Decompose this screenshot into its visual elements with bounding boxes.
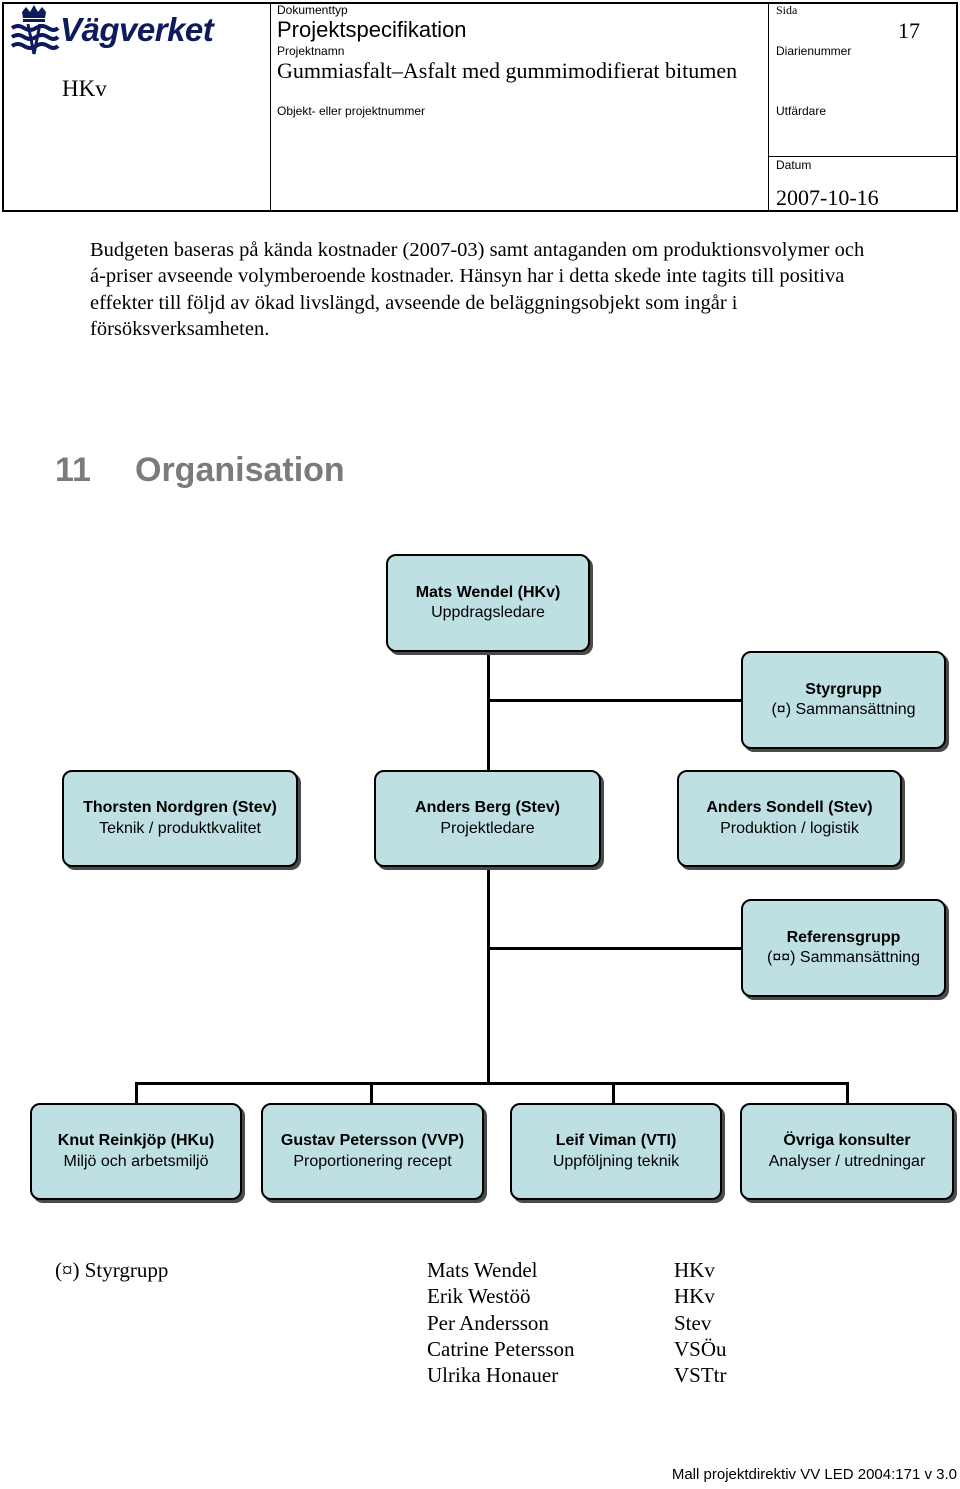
org-box-role: Produktion / logistik: [720, 819, 859, 837]
paragraph-line: effekter till följd av ökad livslängd, a…: [90, 291, 738, 314]
org-box-role: Uppdragsledare: [431, 604, 545, 621]
org-box-miljo: Knut Reinkjöp (HKu) Miljö och arbetsmilj…: [30, 1103, 242, 1200]
member-org: VSTtr: [674, 1363, 727, 1388]
issuer-label: Utfärdare: [776, 104, 827, 118]
section-heading: 11 Organisation: [55, 448, 345, 492]
member-name: Erik Westöö: [427, 1284, 531, 1309]
org-box-produktion: Anders Sondell (Stev) Produktion / logis…: [677, 770, 902, 867]
project-name-label: Projektnamn: [277, 44, 345, 58]
connector-steering: [487, 699, 742, 702]
org-box-teknik: Thorsten Nordgren (Stev) Teknik / produk…: [62, 770, 298, 867]
org-box-uppdragsledare: Mats Wendel (HKv) Uppdragsledare: [386, 554, 590, 652]
connector-reference: [487, 947, 742, 950]
member-name: Catrine Petersson: [427, 1336, 575, 1361]
budget-paragraph: Budgeten baseras på kända kostnader (200…: [90, 237, 960, 342]
connector-drop: [135, 1082, 138, 1104]
page-number: 17: [898, 18, 920, 43]
org-box-role: Miljö och arbetsmiljö: [63, 1152, 209, 1170]
org-box-projektledare: Anders Berg (Stev) Projektledare: [374, 770, 601, 867]
section-number: 11: [55, 451, 91, 489]
header-border-top: [2, 2, 958, 4]
connector-vertical-main: [487, 652, 490, 1084]
document-date: 2007-10-16: [776, 185, 879, 210]
org-unit: HKv: [62, 76, 107, 101]
org-box-name: Anders Berg (Stev): [415, 799, 560, 816]
org-box-name: Övriga konsulter: [783, 1132, 911, 1149]
page-label: Sida: [776, 3, 798, 17]
header-border-left: [2, 2, 4, 212]
connector-bottom-bar: [135, 1082, 849, 1085]
header-border-right: [956, 2, 958, 212]
org-box-proportionering: Gustav Petersson (VVP) Proportionering r…: [261, 1103, 484, 1200]
member-org: HKv: [674, 1284, 715, 1309]
org-box-name: Referensgrupp: [786, 928, 901, 946]
org-box-name: Gustav Petersson (VVP): [280, 1132, 465, 1149]
diary-number-label: Diarienummer: [776, 44, 852, 58]
project-name: Gummiasfalt–Asfalt med gummimodifierat b…: [277, 58, 738, 83]
paragraph-line: á-priser avseende volymberoende kostnade…: [90, 265, 845, 288]
header-divider-right: [768, 2, 769, 212]
org-box-referensgrupp: Referensgrupp (¤¤) Sammansättning: [741, 899, 946, 997]
org-box-name: Knut Reinkjöp (HKu): [57, 1132, 215, 1149]
logo-wordmark: Vägverket: [60, 11, 214, 48]
member-name: Mats Wendel: [427, 1258, 538, 1282]
org-box-role: Projektledare: [440, 819, 535, 837]
styrgrupp-names: Mats Wendel Erik Westöö Per Andersson Ca…: [427, 1257, 575, 1388]
document-type: Projektspecifikation: [277, 17, 467, 42]
org-box-name: Leif Viman (VTI): [555, 1132, 677, 1149]
object-number-label: Objekt- eller projektnummer: [277, 104, 426, 118]
org-box-role: (¤¤) Sammansättning: [767, 949, 920, 966]
member-name: Per Andersson: [427, 1310, 549, 1335]
org-box-name: Anders Sondell (Stev): [706, 799, 873, 816]
org-box-styrgrupp: Styrgrupp (¤) Sammansättning: [741, 651, 946, 749]
org-box-role: Analyser / utredningar: [768, 1152, 926, 1170]
date-label: Datum: [776, 158, 812, 172]
member-org: Stev: [674, 1310, 712, 1335]
member-name: Ulrika Honauer: [427, 1363, 559, 1388]
paragraph-line: Budgeten baseras på kända kostnader (200…: [90, 239, 865, 261]
header-divider-logo: [270, 2, 271, 212]
org-box-role: Proportionering recept: [293, 1152, 452, 1170]
org-box-uppfoljning: Leif Viman (VTI) Uppföljning teknik: [510, 1103, 722, 1200]
org-box-name: Styrgrupp: [805, 680, 882, 698]
header-divider-date: [768, 156, 958, 157]
org-box-name: Thorsten Nordgren (Stev): [83, 799, 277, 816]
styrgrupp-orgs: HKv HKv Stev VSÖu VSTtr: [674, 1257, 727, 1388]
org-box-name: Mats Wendel (HKv): [415, 583, 561, 601]
org-box-role: (¤) Sammansättning: [771, 701, 916, 718]
member-org: VSÖu: [674, 1336, 727, 1361]
document-type-label: Dokumenttyp: [277, 3, 348, 17]
org-box-role: Uppföljning teknik: [552, 1152, 680, 1170]
member-org: HKv: [674, 1258, 715, 1282]
section-title: Organisation: [135, 451, 345, 489]
connector-drop: [846, 1082, 849, 1104]
paragraph-line: försöksverksamheten.: [90, 317, 270, 340]
crown-logo-icon: [10, 5, 60, 55]
org-box-konsulter: Övriga konsulter Analyser / utredningar: [740, 1103, 954, 1200]
org-box-role: Teknik / produktkvalitet: [99, 819, 261, 837]
connector-drop: [370, 1082, 373, 1104]
header-border-bottom: [2, 210, 958, 212]
styrgrupp-label: (¤) Styrgrupp: [55, 1258, 169, 1282]
connector-drop: [612, 1082, 615, 1104]
template-footer: Mall projektdirektiv VV LED 2004:171 v 3…: [671, 1466, 957, 1483]
